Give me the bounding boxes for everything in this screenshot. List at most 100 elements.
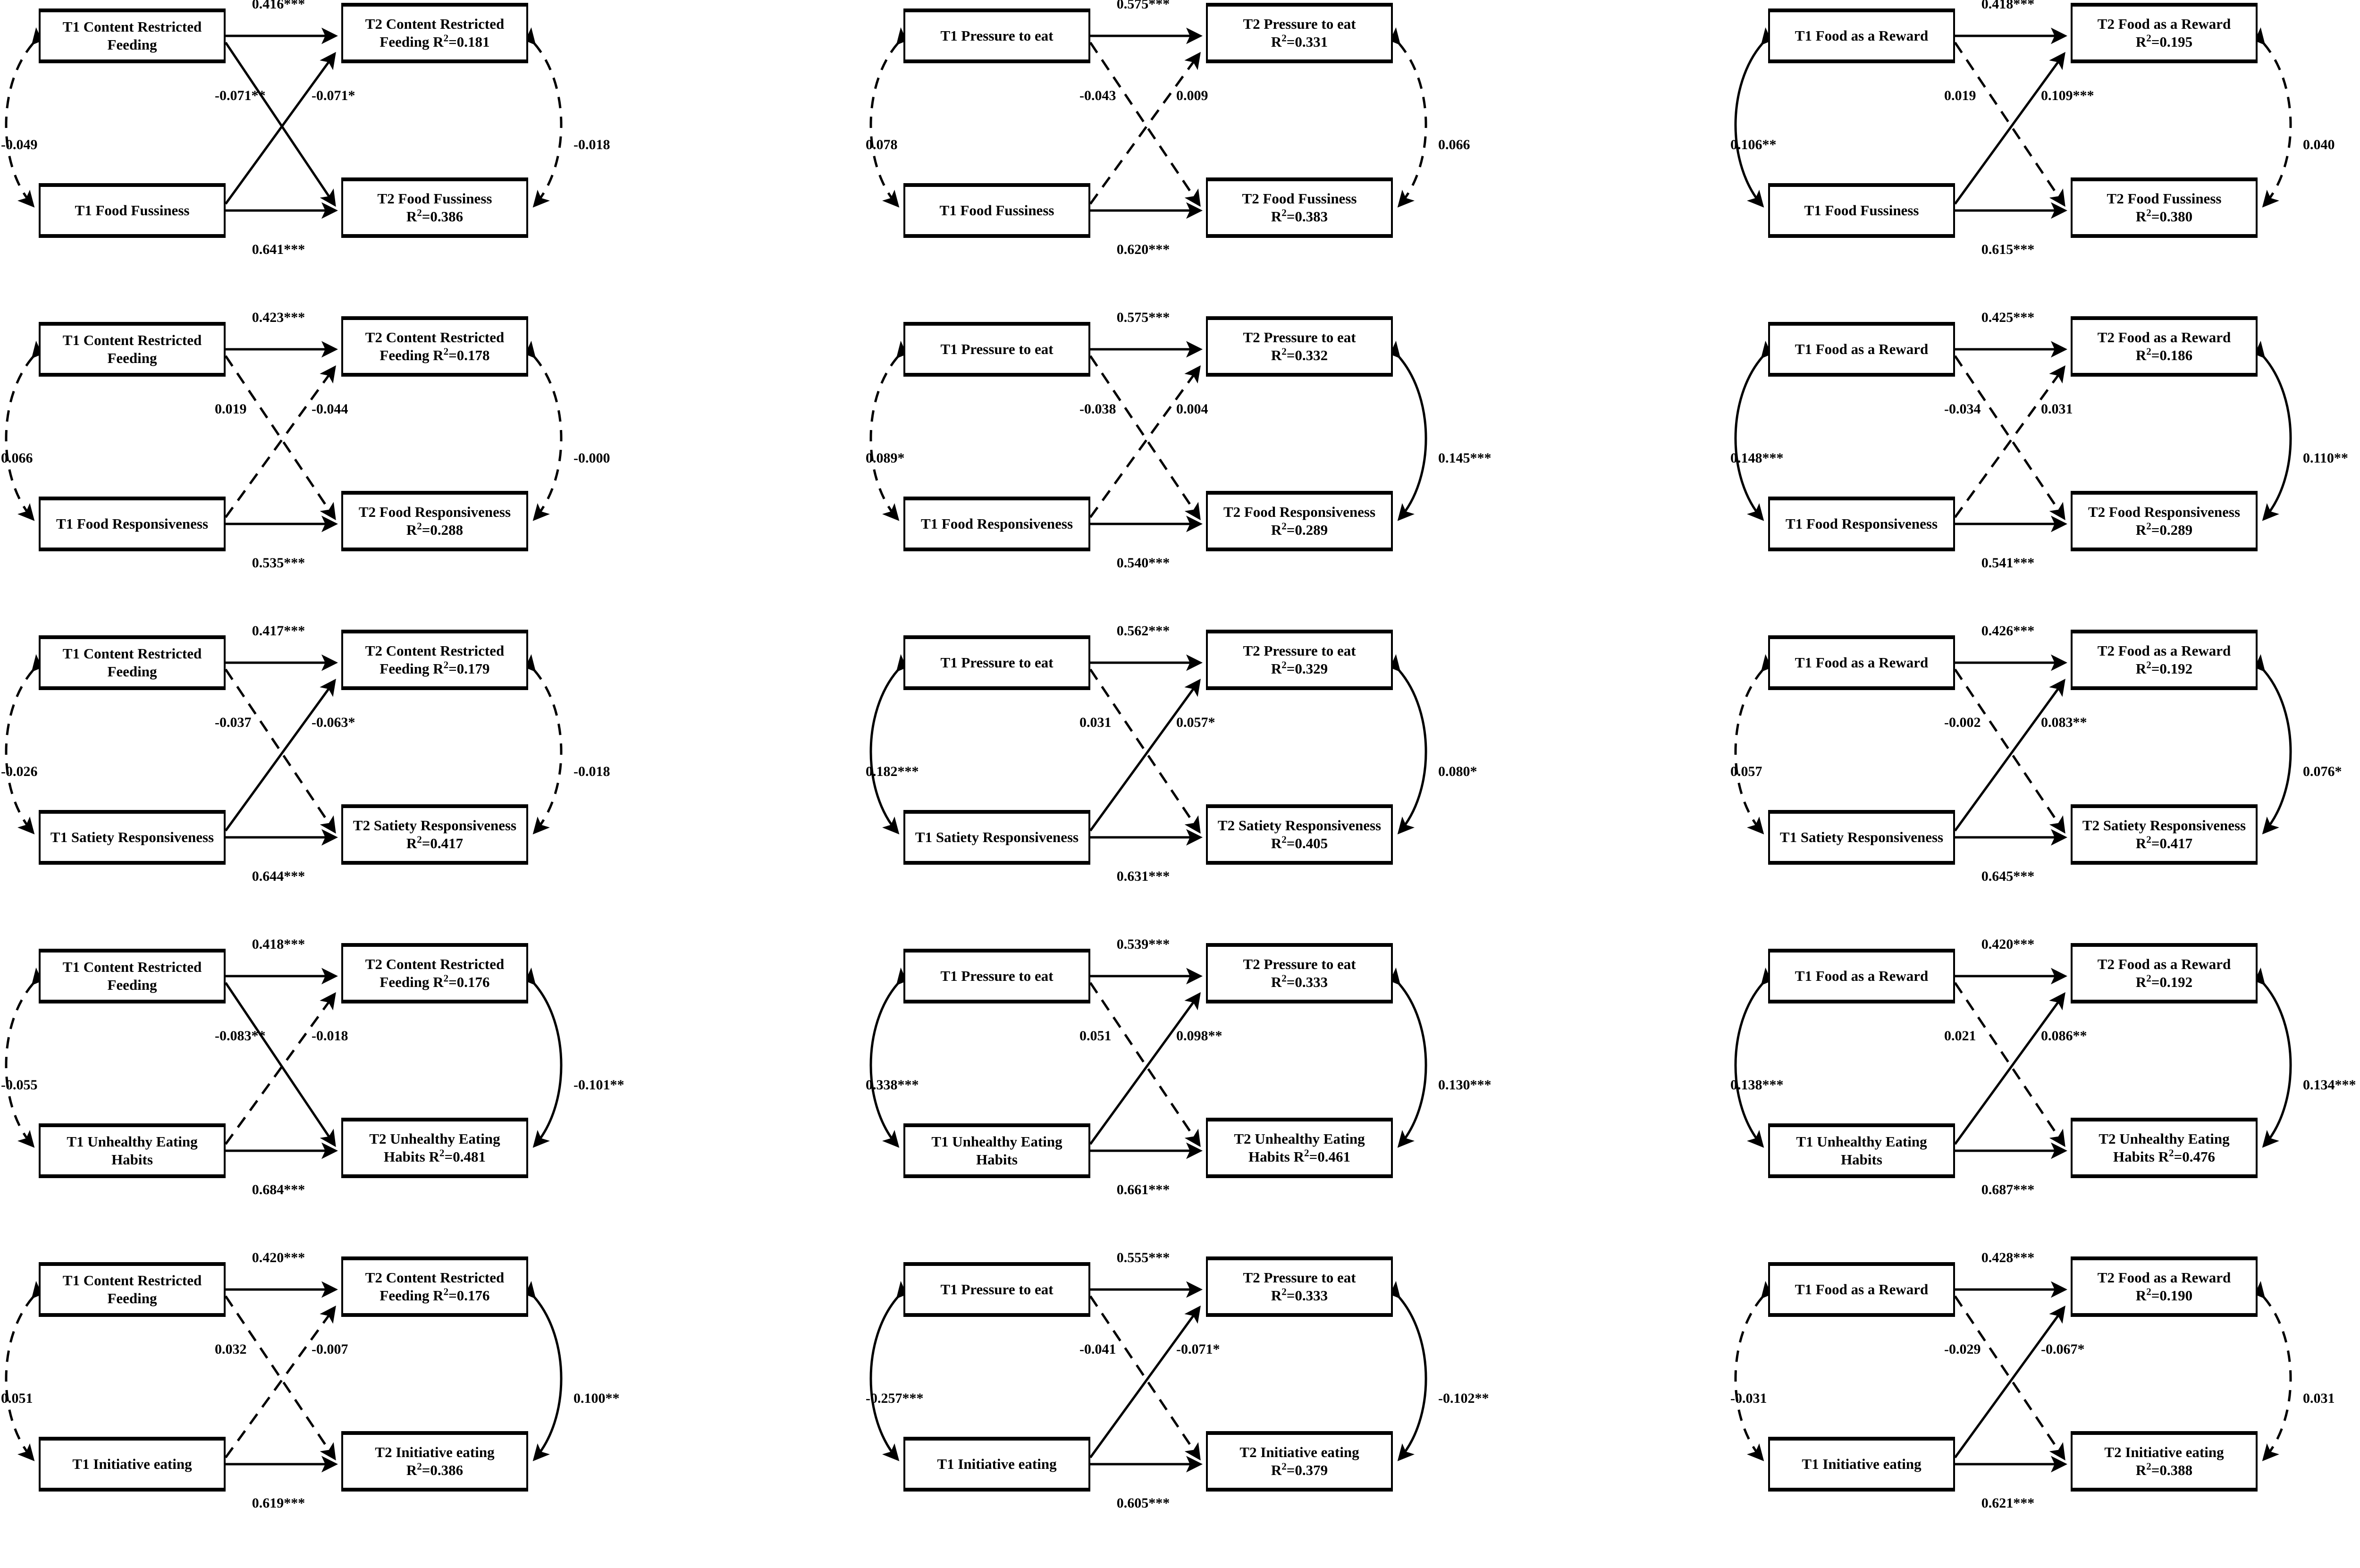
path-coefficient-bottom-autoregressive: 0.684***	[252, 1182, 305, 1197]
cross-lag-panel: T1 Content Restricted Feeding T2 Content …	[0, 0, 865, 313]
path-coefficient-cross-lag-left: -0.002	[1944, 715, 1981, 730]
correlation-coefficient-left: 0.051	[1, 1391, 33, 1406]
correlation-coefficient-right: -0.102**	[1438, 1391, 1489, 1406]
cross-lag-path-bottom-to-top	[224, 365, 336, 518]
path-coefficient-cross-lag-right: -0.071*	[312, 88, 355, 103]
path-coefficient-cross-lag-left: -0.083**	[215, 1028, 266, 1044]
node-label: T1 Unhealthy Eating Habits	[1796, 1133, 1927, 1168]
node-t1-predictor: T1 Pressure to eat	[903, 1264, 1090, 1315]
node-t1-outcome: T1 Food Responsiveness	[39, 498, 226, 549]
path-coefficient-cross-lag-left: -0.034	[1944, 401, 1981, 417]
path-coefficient-cross-lag-left: -0.038	[1079, 401, 1116, 417]
node-t1-outcome: T1 Satiety Responsiveness	[39, 812, 226, 863]
node-label: T1 Pressure to eat	[940, 654, 1054, 671]
path-coefficient-bottom-autoregressive: 0.535***	[252, 555, 305, 571]
node-t1-predictor: T1 Content Restricted Feeding	[39, 10, 226, 61]
path-coefficient-cross-lag-left: 0.032	[215, 1341, 247, 1357]
correlation-coefficient-left: -0.257***	[866, 1391, 924, 1406]
path-coefficient-top-autoregressive: 0.417***	[252, 623, 305, 639]
cross-lag-path-top-to-bottom	[1089, 1295, 1201, 1461]
node-t1-outcome: T1 Food Fussiness	[39, 185, 226, 236]
cross-lag-path-top-to-bottom	[1089, 355, 1201, 521]
cross-lag-path-top-to-bottom	[1954, 668, 2065, 834]
node-label: T1 Content Restricted Feeding	[62, 332, 202, 366]
correlation-coefficient-left: -0.049	[1, 137, 38, 152]
cross-lag-path-bottom-to-top	[1954, 365, 2065, 518]
node-t1-predictor: T1 Pressure to eat	[903, 951, 1090, 1002]
cross-lag-path-bottom-to-top	[1954, 51, 2065, 205]
correlation-arc-right	[519, 654, 563, 835]
path-coefficient-bottom-autoregressive: 0.540***	[1116, 555, 1170, 571]
correlation-arc-left	[5, 654, 49, 835]
node-label: T1 Pressure to eat	[940, 27, 1054, 44]
cross-lag-path-bottom-to-top	[1954, 678, 2065, 832]
node-label: T1 Pressure to eat	[940, 1281, 1054, 1298]
node-t1-predictor: T1 Pressure to eat	[903, 324, 1090, 375]
path-coefficient-top-autoregressive: 0.426***	[1981, 623, 2035, 639]
correlation-coefficient-left: -0.031	[1730, 1391, 1767, 1406]
correlation-coefficient-right: 0.130***	[1438, 1077, 1492, 1093]
node-t1-predictor: T1 Content Restricted Feeding	[39, 324, 226, 375]
node-t1-outcome: T1 Food Responsiveness	[1768, 498, 1955, 549]
correlation-arc-right	[519, 340, 563, 521]
node-t1-outcome: T1 Food Fussiness	[1768, 185, 1955, 236]
correlation-coefficient-right: 0.066	[1438, 137, 1470, 152]
correlation-coefficient-left: 0.089*	[866, 450, 905, 466]
node-t1-predictor: T1 Pressure to eat	[903, 637, 1090, 688]
node-t1-predictor: T1 Food as a Reward	[1768, 10, 1955, 61]
correlation-arc-right	[2248, 967, 2292, 1148]
path-coefficient-cross-lag-left: -0.071**	[215, 88, 266, 103]
correlation-arc-right	[1383, 967, 1427, 1148]
correlation-arc-left	[869, 654, 913, 835]
correlation-coefficient-left: 0.057	[1730, 764, 1762, 779]
node-label: T1 Food Responsiveness	[56, 515, 209, 532]
correlation-coefficient-right: 0.100**	[573, 1391, 620, 1406]
correlation-arc-left	[5, 1281, 49, 1461]
path-coefficient-bottom-autoregressive: 0.541***	[1981, 555, 2035, 571]
path-coefficient-cross-lag-right: 0.057*	[1176, 715, 1215, 730]
cross-lag-path-top-to-bottom	[224, 668, 336, 834]
node-t1-predictor: T1 Content Restricted Feeding	[39, 951, 226, 1002]
node-label: T1 Unhealthy Eating Habits	[931, 1133, 1062, 1168]
correlation-coefficient-right: 0.031	[2303, 1391, 2335, 1406]
cross-lag-path-top-to-bottom	[224, 355, 336, 521]
correlation-arc-right	[519, 967, 563, 1148]
correlation-coefficient-right: 0.134***	[2303, 1077, 2356, 1093]
cross-lag-path-top-to-bottom	[1089, 42, 1201, 207]
node-t1-outcome: T1 Initiative eating	[39, 1439, 226, 1490]
cross-lag-path-bottom-to-top	[1089, 51, 1201, 205]
node-label: T1 Initiative eating	[72, 1456, 192, 1473]
node-label: T1 Food Fussiness	[939, 202, 1054, 219]
correlation-coefficient-right: -0.000	[573, 450, 610, 466]
node-t1-predictor: T1 Food as a Reward	[1768, 951, 1955, 1002]
path-coefficient-cross-lag-right: 0.009	[1176, 88, 1208, 103]
path-coefficient-cross-lag-right: 0.098**	[1176, 1028, 1222, 1044]
path-coefficient-top-autoregressive: 0.428***	[1981, 1250, 2035, 1265]
cross-lag-path-top-to-bottom	[1954, 1295, 2065, 1461]
